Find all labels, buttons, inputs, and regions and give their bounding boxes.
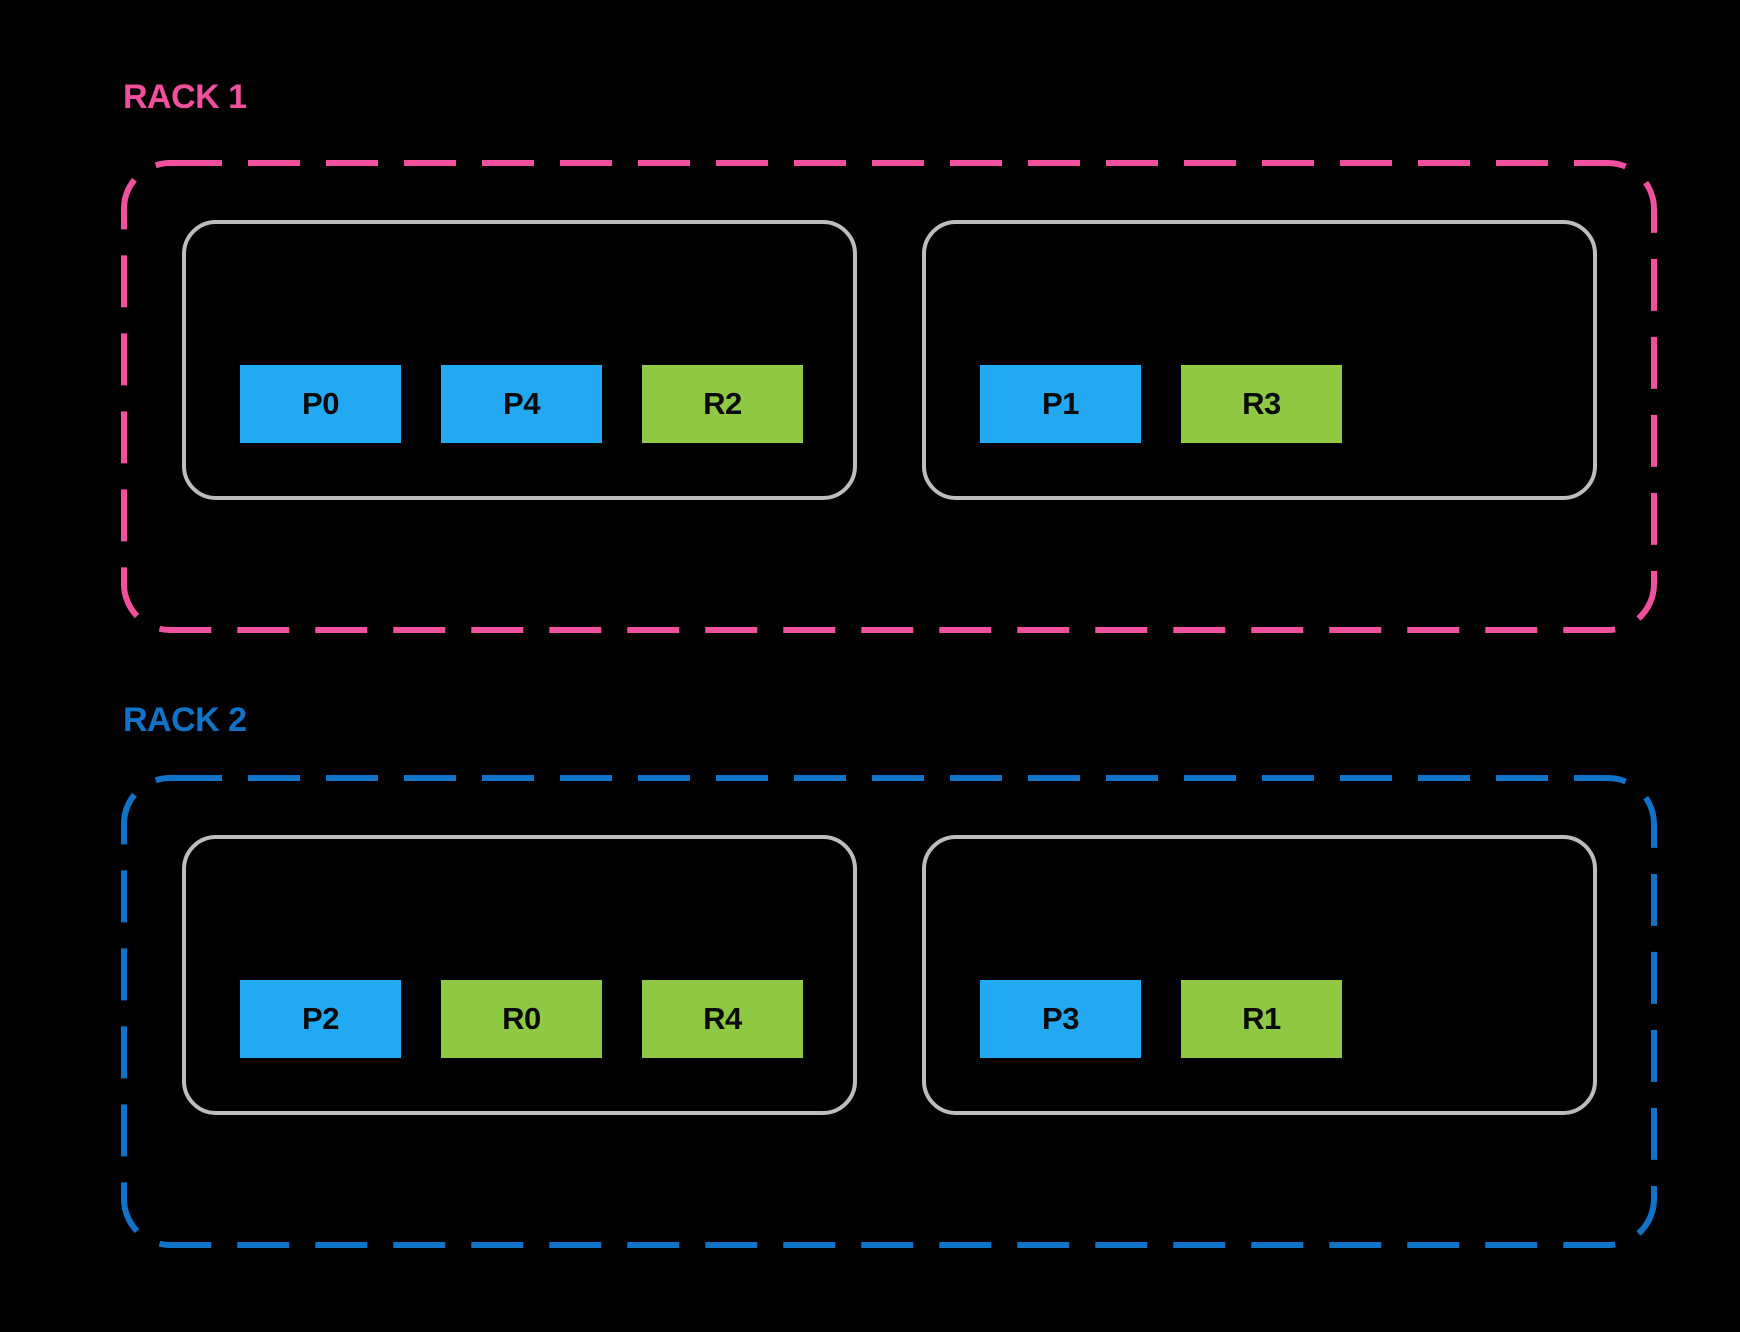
rack1-host2: P1 R3 xyxy=(922,220,1597,500)
rack1-host1: P0 P4 R2 xyxy=(182,220,857,500)
block: R1 xyxy=(1181,980,1342,1058)
rack2-boundary: P2 R0 R4 P3 R1 xyxy=(121,775,1657,1248)
rack1-dashed-border-rect xyxy=(121,160,1657,633)
block: P1 xyxy=(980,365,1141,443)
block: R4 xyxy=(642,980,803,1058)
block: P3 xyxy=(980,980,1141,1058)
rack1-host1-blocks: P0 P4 R2 xyxy=(240,365,803,443)
rack2-dashed-border-rect xyxy=(121,775,1657,1248)
block: R2 xyxy=(642,365,803,443)
rack2-label: RACK 2 xyxy=(123,701,247,739)
block: P4 xyxy=(441,365,602,443)
rack2-host2-blocks: P3 R1 xyxy=(980,980,1342,1058)
block: P2 xyxy=(240,980,401,1058)
rack1-host2-blocks: P1 R3 xyxy=(980,365,1342,443)
block: R3 xyxy=(1181,365,1342,443)
rack1-dashed-border xyxy=(121,160,1657,633)
rack2-host1-blocks: P2 R0 R4 xyxy=(240,980,803,1058)
rack1-boundary: P0 P4 R2 P1 R3 xyxy=(121,160,1657,633)
block: P0 xyxy=(240,365,401,443)
rack1-label: RACK 1 xyxy=(123,78,247,116)
rack2-host2: P3 R1 xyxy=(922,835,1597,1115)
block: R0 xyxy=(441,980,602,1058)
rack2-dashed-border xyxy=(121,775,1657,1248)
rack2-host1: P2 R0 R4 xyxy=(182,835,857,1115)
